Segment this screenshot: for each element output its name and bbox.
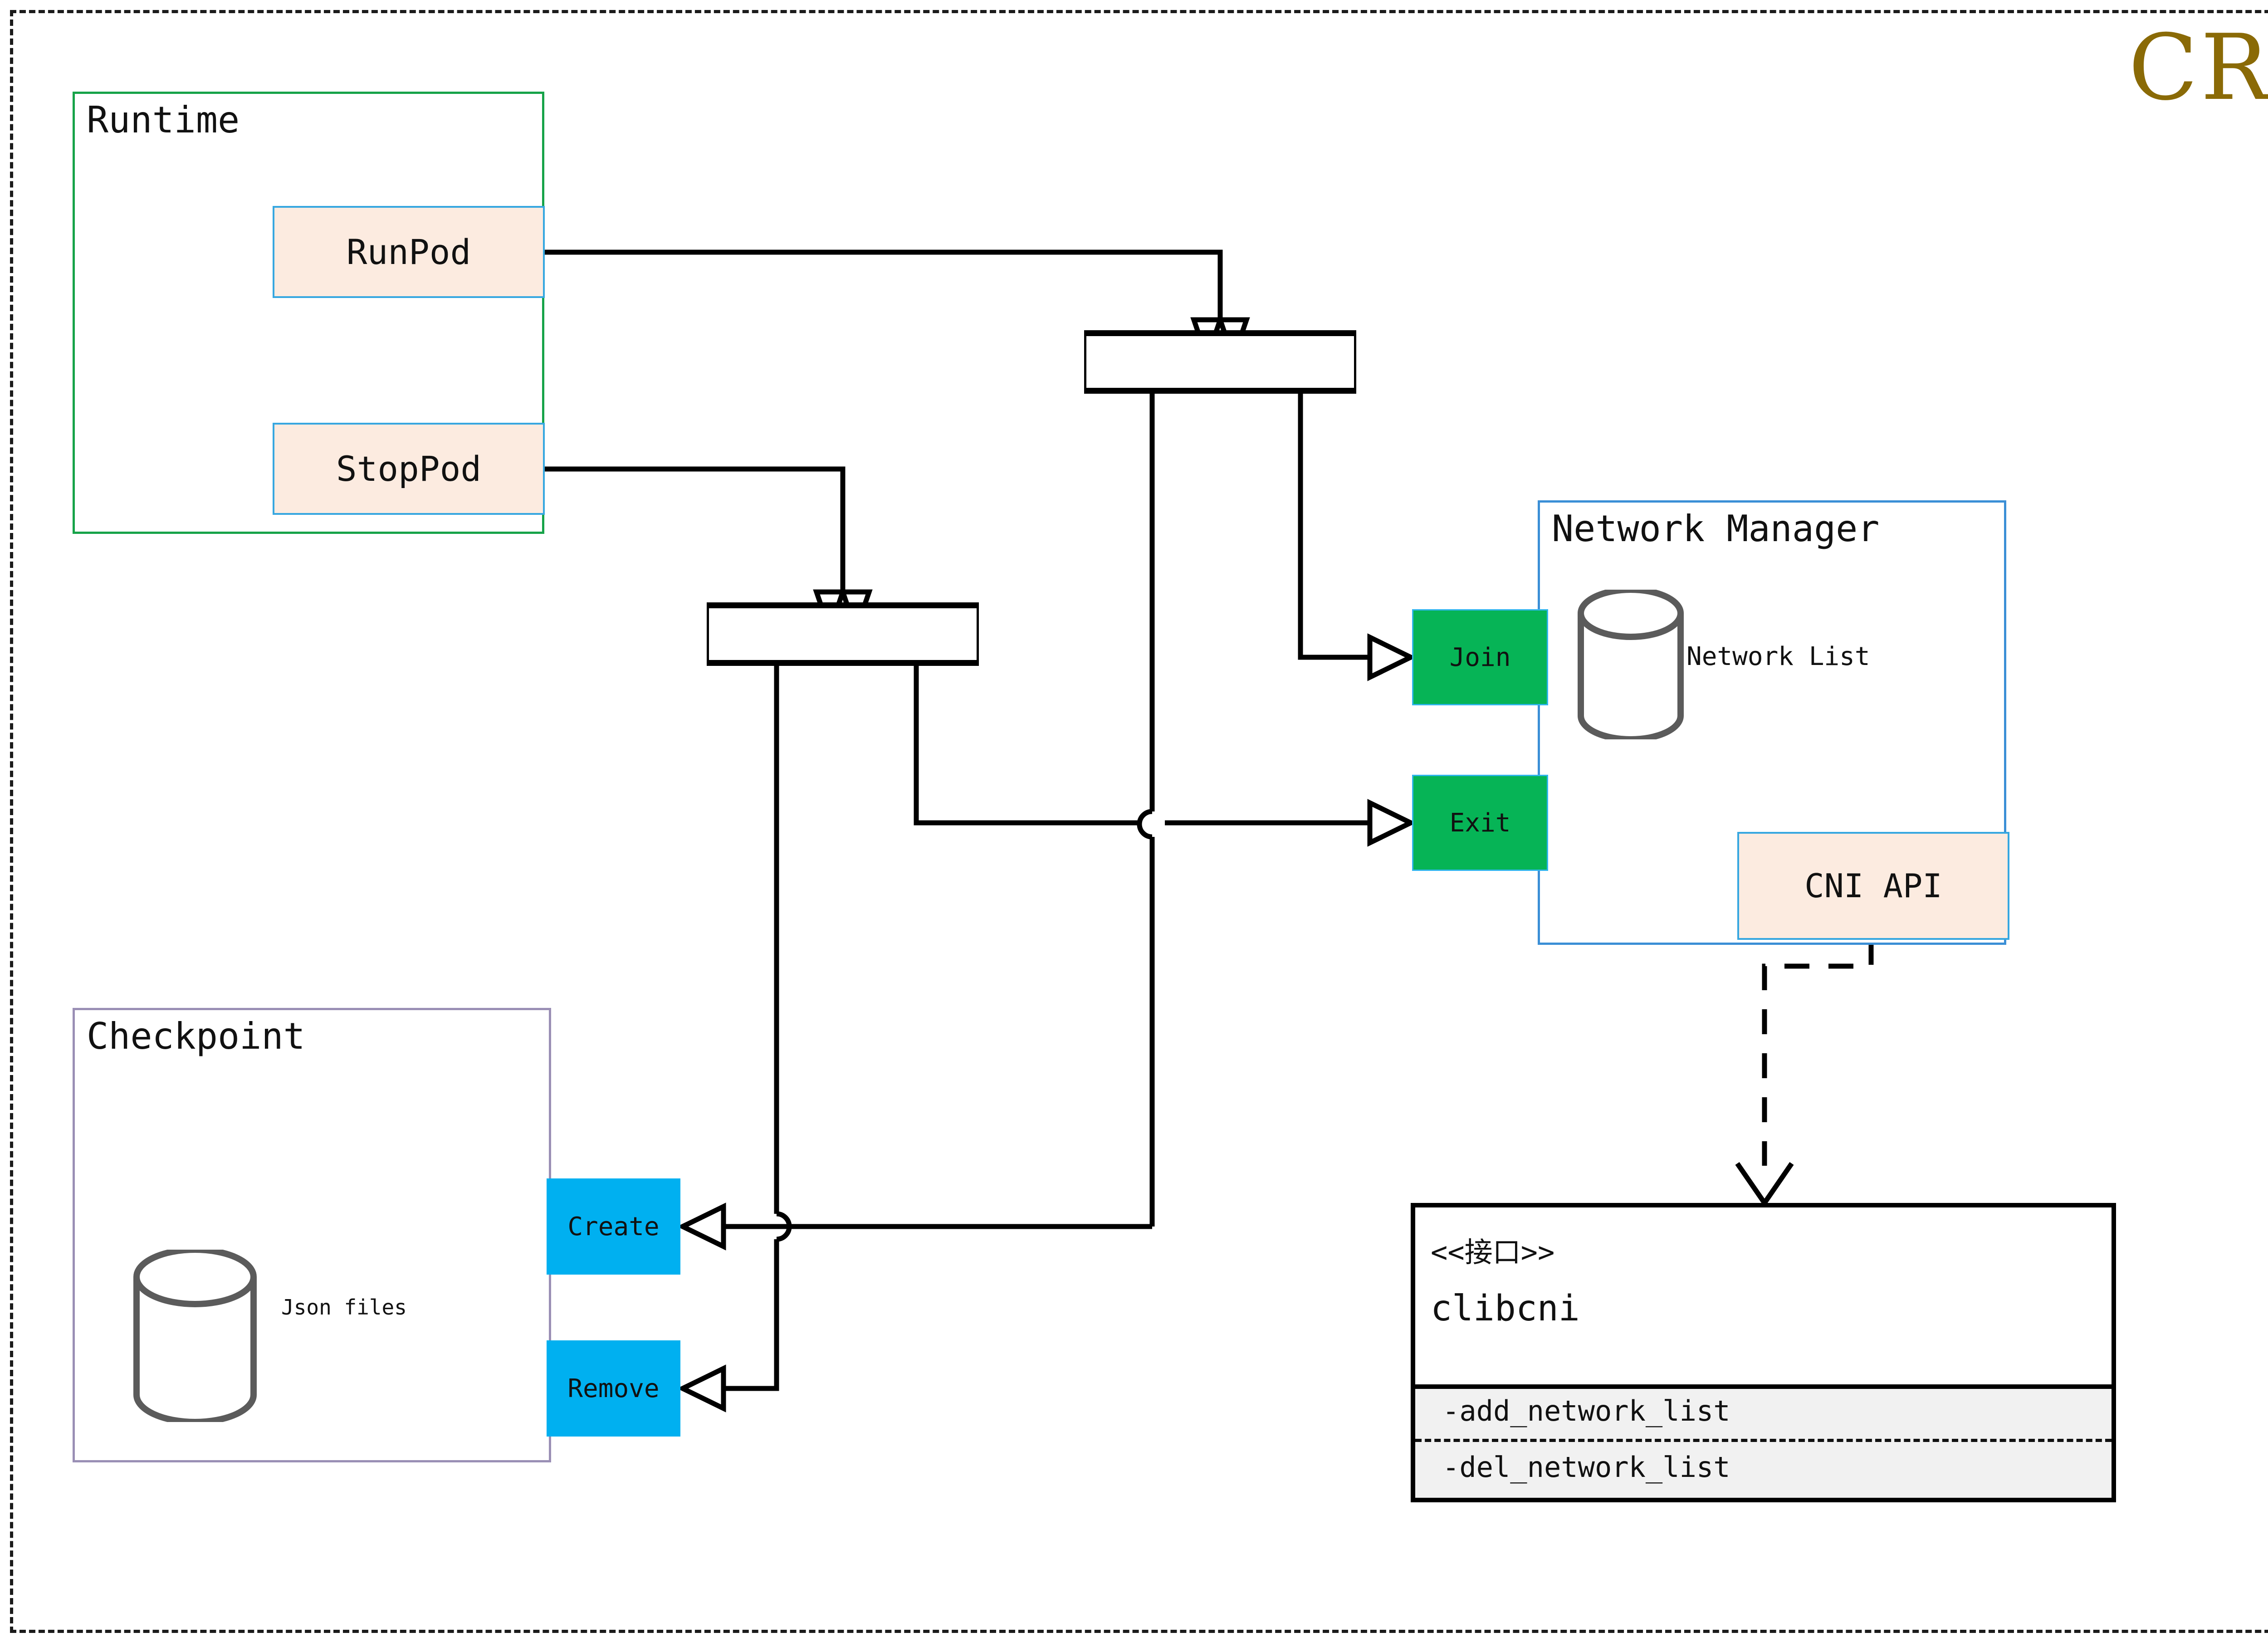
interface-stereotype: <<接口>> xyxy=(1431,1236,1555,1269)
database-cylinder-icon xyxy=(129,1246,261,1425)
interface-methods: -add_network_list -del_network_list xyxy=(1415,1389,2112,1498)
database-cylinder-icon xyxy=(1574,586,1687,743)
outer-dashed-frame xyxy=(10,10,2268,1633)
action-cni-api[interactable]: CNI API xyxy=(1737,832,2009,940)
package-runtime-title: Runtime xyxy=(87,99,240,141)
action-remove[interactable]: Remove xyxy=(547,1340,680,1437)
action-join[interactable]: Join xyxy=(1412,609,1548,705)
interface-method: -del_network_list xyxy=(1442,1451,1730,1484)
fork-bar-bottom xyxy=(707,602,979,666)
interface-clibcni: <<接口>> clibcni -add_network_list -del_ne… xyxy=(1411,1203,2116,1502)
action-stoppod[interactable]: StopPod xyxy=(273,423,545,515)
action-runpod[interactable]: RunPod xyxy=(273,206,545,298)
package-network-manager-title: Network Manager xyxy=(1552,508,1880,550)
action-exit[interactable]: Exit xyxy=(1412,775,1548,871)
interface-header: <<接口>> clibcni xyxy=(1415,1207,2112,1389)
page-title: CRI xyxy=(2128,15,2268,121)
package-checkpoint-title: Checkpoint xyxy=(87,1015,305,1057)
action-create[interactable]: Create xyxy=(547,1178,680,1275)
fork-bar-top xyxy=(1084,330,1356,394)
method-separator xyxy=(1415,1439,2112,1442)
interface-method: -add_network_list xyxy=(1442,1394,1730,1427)
json-files-label: Json files xyxy=(281,1295,407,1320)
network-list-label: Network List xyxy=(1686,642,1870,671)
interface-name: clibcni xyxy=(1431,1288,1580,1329)
